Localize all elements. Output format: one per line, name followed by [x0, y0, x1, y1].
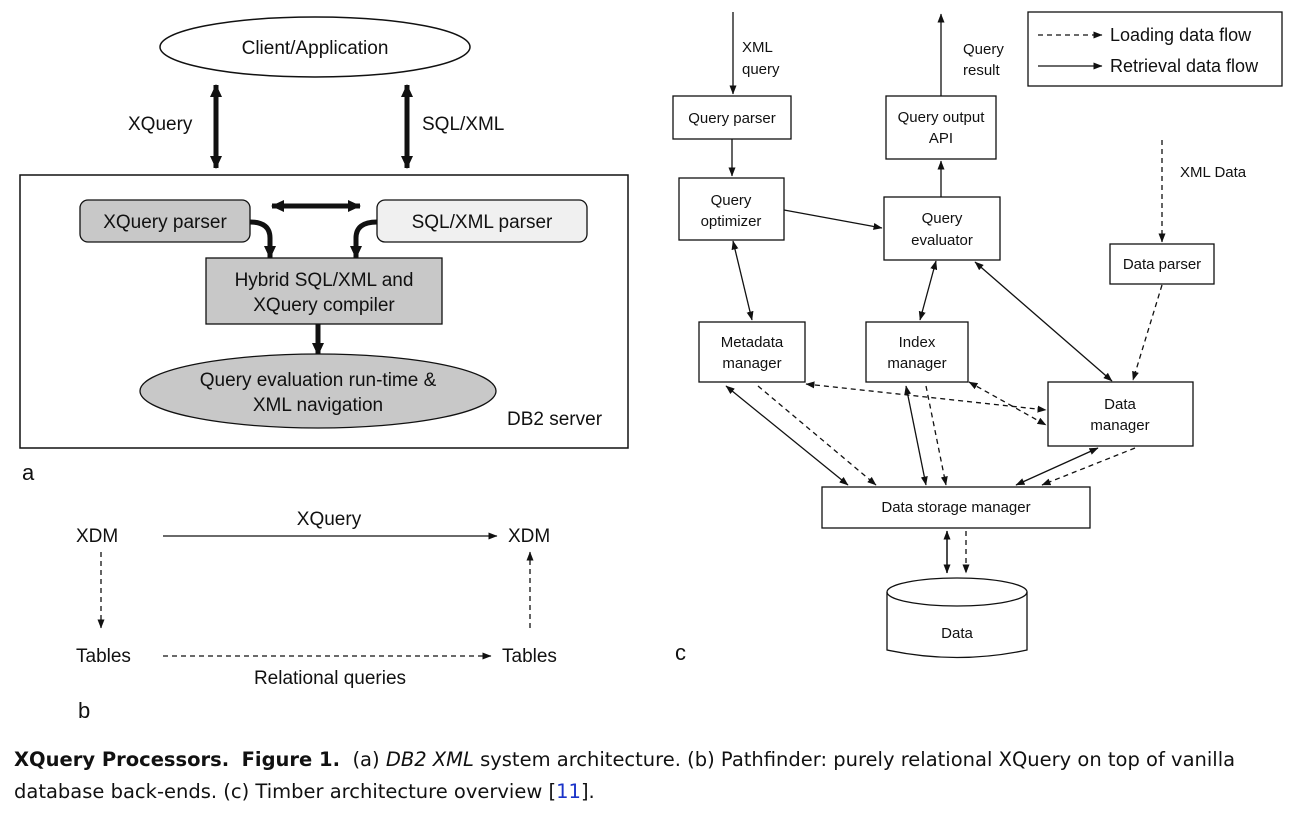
xml-query-label-2: query — [742, 61, 780, 78]
data-manager-box — [1047, 381, 1194, 447]
data-store-cylinder-rim — [886, 591, 1028, 607]
sqlxml-parser-label: SQL/XML parser — [412, 212, 553, 233]
metadata-storage-loading-arrow — [757, 385, 877, 486]
datamanager-storage-loading-arrow — [1041, 447, 1136, 486]
xml-query-label-1: XML — [742, 39, 773, 56]
query-result-label-1: Query — [963, 41, 1004, 58]
index-manager-box — [865, 321, 969, 383]
optimizer-metadata-arrow — [731, 240, 754, 321]
datamanager-storage-retrieval-arrow — [1015, 447, 1099, 486]
data-storage-manager-box — [821, 486, 1091, 529]
tables-right-label: Tables — [502, 646, 557, 667]
metadata-storage-retrieval-arrow — [725, 385, 849, 486]
tables-left-label: Tables — [76, 646, 131, 667]
citation-link[interactable]: 11 — [556, 780, 581, 803]
db2-server-box — [19, 174, 629, 449]
query-output-api-box — [885, 95, 997, 160]
figure-caption: XQuery Processors. Figure 1. (a) DB2 XML… — [14, 744, 1301, 808]
metadata-manager-box — [698, 321, 806, 383]
dataparser-to-datamanager-arrow — [1132, 284, 1163, 381]
legend-retrieval-label: Retrieval data flow — [1110, 56, 1259, 76]
index-datamanager-loading-arrow — [968, 381, 1047, 426]
data-manager-label-2: manager — [1090, 417, 1149, 434]
caption-text-b: system architecture. (b) Pathfinder: pur… — [480, 748, 1236, 771]
query-runtime-label-2: XML navigation — [253, 395, 383, 416]
caption-text-c: database back-ends. (c) Timber architect… — [14, 780, 557, 803]
data-parser-label: Data parser — [1123, 256, 1201, 273]
query-parser-label: Query parser — [688, 110, 776, 127]
index-storage-retrieval-arrow — [904, 385, 928, 486]
data-store-label: Data — [941, 625, 973, 642]
query-evaluator-label-1: Query — [922, 210, 963, 227]
xquery-mapping-label: XQuery — [297, 509, 362, 530]
data-store-cylinder — [886, 577, 1028, 659]
query-output-api-label-1: Query output — [898, 109, 986, 126]
query-output-api-label-2: API — [929, 130, 953, 147]
panel-a: Client/Application XQuery SQL/XML XQuery… — [19, 16, 629, 485]
xdm-left-label: XDM — [76, 526, 118, 547]
query-optimizer-label-2: optimizer — [701, 213, 762, 230]
xquery-parser-to-compiler-arrow — [249, 219, 276, 259]
query-runtime-label-1: Query evaluation run-time & — [200, 370, 437, 391]
legend-loading-label: Loading data flow — [1110, 25, 1252, 45]
hybrid-compiler-label-2: XQuery compiler — [253, 295, 395, 316]
index-manager-label-2: manager — [887, 355, 946, 372]
metadata-manager-label-1: Metadata — [721, 334, 784, 351]
panel-c: Loading data flow Retrieval data flow XM… — [672, 11, 1283, 665]
xquery-interface-label: XQuery — [128, 114, 193, 135]
db2-server-label: DB2 server — [507, 409, 603, 430]
query-result-label-2: result — [963, 62, 1001, 79]
panel-a-label: a — [22, 460, 35, 485]
panel-c-label: c — [675, 640, 686, 665]
figure-diagram: Client/Application XQuery SQL/XML XQuery… — [19, 11, 1283, 723]
xdm-right-label: XDM — [508, 526, 550, 547]
xml-data-label: XML Data — [1180, 164, 1247, 181]
hybrid-compiler-label-1: Hybrid SQL/XML and — [235, 270, 414, 291]
caption-figure-number: Figure 1. — [241, 748, 341, 771]
caption-line-1: XQuery Processors. Figure 1. (a) DB2 XML… — [14, 744, 1301, 776]
query-runtime-node — [139, 353, 497, 429]
xquery-parser-label: XQuery parser — [103, 212, 227, 233]
evaluator-datamanager-arrow — [974, 261, 1113, 382]
query-parser-box — [672, 95, 792, 140]
index-manager-label-1: Index — [899, 334, 936, 351]
client-application-label: Client/Application — [242, 38, 389, 59]
optimizer-to-evaluator-arrow — [783, 209, 883, 230]
evaluator-index-arrow — [918, 260, 938, 321]
query-optimizer-label-1: Query — [711, 192, 752, 209]
query-evaluator-label-2: evaluator — [911, 232, 973, 249]
data-manager-label-1: Data — [1104, 396, 1136, 413]
sqlxml-parser-to-compiler-arrow — [350, 219, 378, 259]
query-evaluator-box — [883, 196, 1001, 261]
panel-b: XDM XQuery XDM Tables Tables Relational … — [76, 509, 557, 723]
caption-text-a: (a) — [352, 748, 380, 771]
hybrid-compiler-box — [205, 257, 443, 325]
caption-title: XQuery Processors. — [14, 748, 230, 771]
metadata-manager-label-2: manager — [722, 355, 781, 372]
index-storage-loading-arrow — [925, 385, 948, 486]
panel-b-label: b — [78, 698, 90, 723]
sqlxml-interface-label: SQL/XML — [422, 114, 504, 135]
client-application-node — [159, 16, 471, 78]
caption-text-d: ]. — [580, 780, 595, 803]
caption-italic-db2: DB2 XML — [385, 748, 474, 771]
relational-queries-label: Relational queries — [254, 668, 406, 689]
caption-line-2: database back-ends. (c) Timber architect… — [14, 776, 1301, 808]
query-optimizer-box — [678, 177, 785, 241]
data-parser-box — [1109, 243, 1215, 285]
data-storage-manager-label: Data storage manager — [881, 499, 1030, 516]
legend-box — [1027, 11, 1283, 87]
